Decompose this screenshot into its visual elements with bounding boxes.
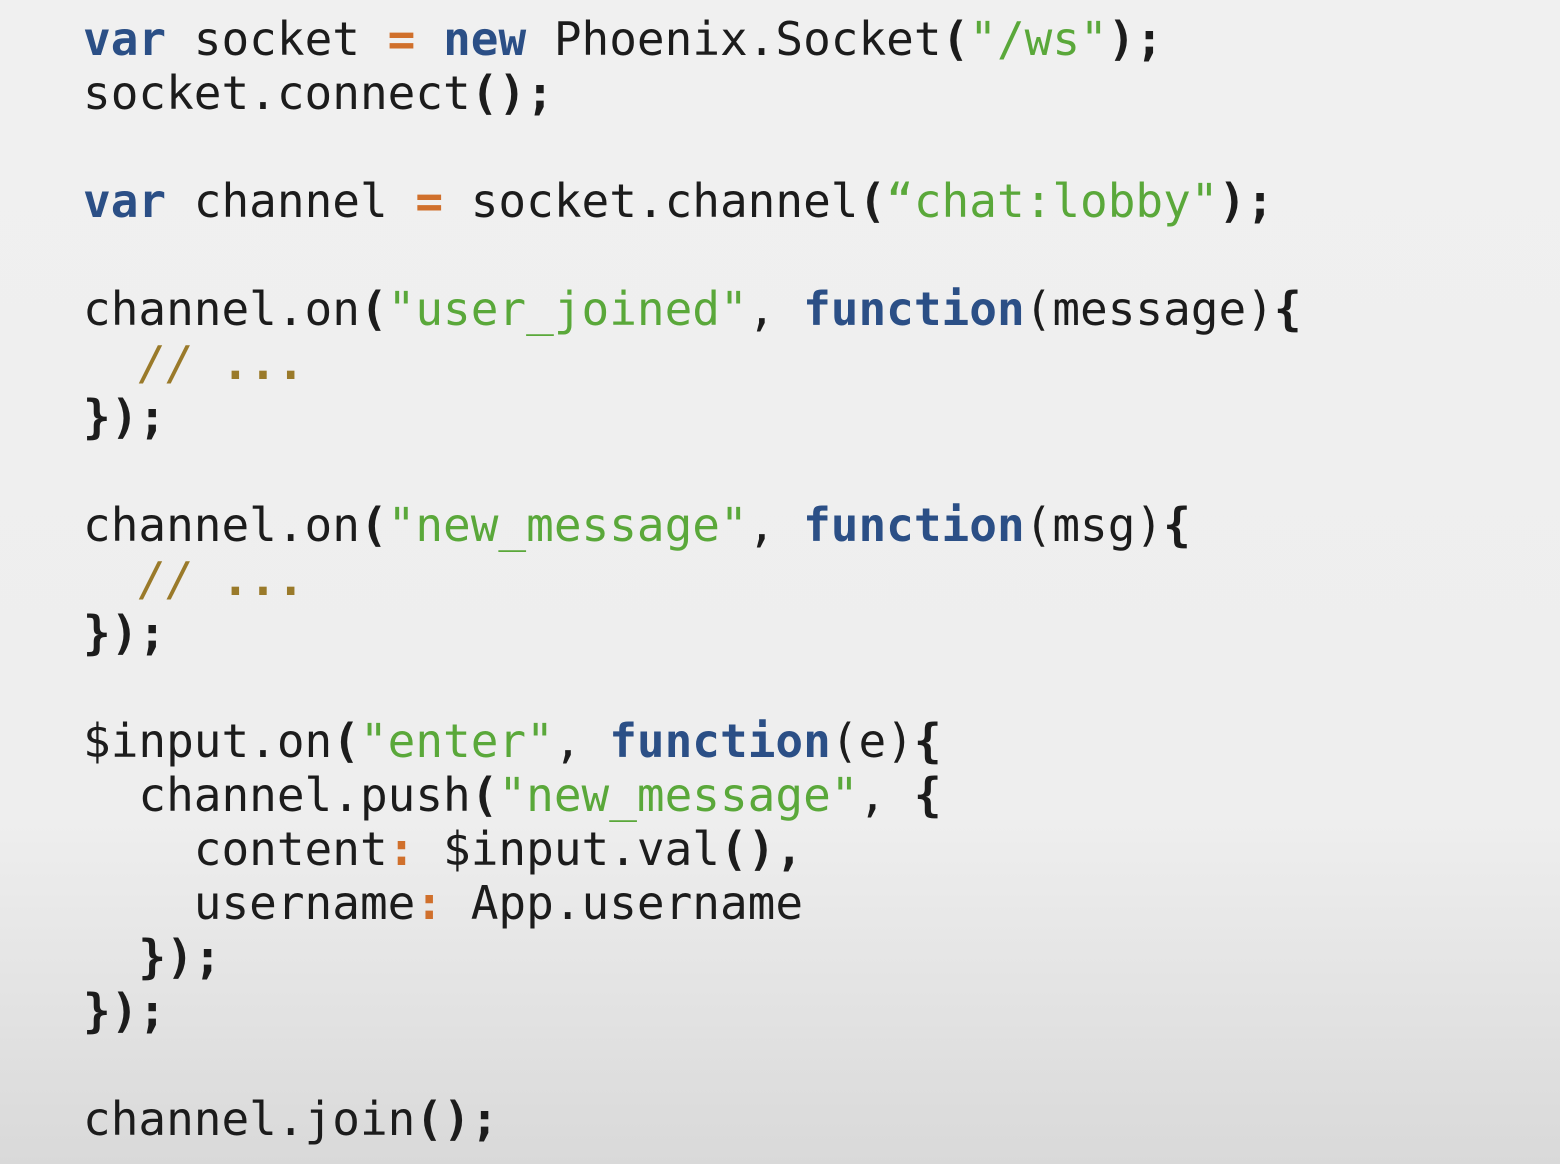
code-line-8: // ...: [83, 552, 305, 606]
code-token: function: [803, 282, 1025, 336]
code-token: channel.on: [83, 282, 360, 336]
code-line-3: var channel = socket.channel(“chat:lobby…: [83, 174, 1274, 228]
code-line-7: channel.on("new_message", function(msg){: [83, 498, 1191, 552]
code-line-11: channel.push("new_message", {: [83, 768, 942, 822]
code-token: Phoenix.Socket: [526, 12, 942, 66]
code-token: $input.on: [83, 714, 333, 768]
code-token: $input.val: [415, 822, 720, 876]
code-token: username: [83, 876, 416, 930]
code-token: ,: [858, 768, 914, 822]
code-token: //: [138, 336, 222, 390]
code-token: new: [443, 12, 527, 66]
code-token: {: [913, 768, 942, 822]
code-line-9: });: [83, 606, 166, 660]
code-token: var: [83, 12, 167, 66]
code-token: (: [332, 714, 360, 768]
code-line-15: });: [83, 984, 166, 1038]
code-token: //: [138, 552, 222, 606]
code-token: content: [83, 822, 388, 876]
code-token: :: [387, 822, 416, 876]
code-line-14: });: [83, 930, 221, 984]
code-token: (e): [830, 714, 914, 768]
code-token: ,: [553, 714, 610, 768]
code-token: {: [1163, 498, 1191, 552]
code-token: socket.channel: [443, 174, 859, 228]
code-token: (msg): [1024, 498, 1164, 552]
code-token: =: [415, 174, 444, 228]
code-token: });: [83, 390, 167, 444]
code-token: (message): [1024, 282, 1274, 336]
code-token: channel.on: [83, 498, 360, 552]
code-token: ,: [747, 498, 804, 552]
code-token: ,: [747, 282, 804, 336]
code-token: "/ws": [969, 12, 1108, 66]
code-line-16: channel.join();: [83, 1092, 498, 1146]
code-line-10: $input.on("enter", function(e){: [83, 714, 942, 768]
code-token: {: [1273, 282, 1302, 336]
code-token: [83, 552, 138, 606]
code-token: App.username: [443, 876, 804, 930]
code-line-12: content: $input.val(),: [83, 822, 803, 876]
code-token: channel: [166, 174, 416, 228]
code-token: (),: [719, 822, 804, 876]
code-token: (: [359, 498, 388, 552]
code-token: );: [1218, 174, 1274, 228]
code-token: [83, 336, 138, 390]
code-token: });: [83, 930, 222, 984]
code-token: });: [83, 984, 167, 1038]
code-token: function: [609, 714, 831, 768]
code-token: (: [941, 12, 970, 66]
code-token: "new_message": [387, 498, 748, 552]
code-line-2: socket.connect();: [83, 66, 554, 120]
code-token: =: [387, 12, 416, 66]
code-line-13: username: App.username: [83, 876, 803, 930]
code-line-6: });: [83, 390, 166, 444]
code-token: (: [858, 174, 887, 228]
code-token: socket: [166, 12, 388, 66]
code-token: “chat:lobby": [886, 174, 1219, 228]
code-token: (: [470, 768, 499, 822]
code-token: socket.connect: [83, 66, 471, 120]
code-token: (: [359, 282, 388, 336]
code-token: "enter": [359, 714, 554, 768]
code-token: :: [415, 876, 444, 930]
code-token: ...: [221, 336, 305, 390]
code-token: var: [83, 174, 167, 228]
code-line-1: var socket = new Phoenix.Socket("/ws");: [83, 12, 1163, 66]
code-token: );: [1107, 12, 1164, 66]
code-line-4: channel.on("user_joined", function(messa…: [83, 282, 1302, 336]
code-token: "user_joined": [387, 282, 748, 336]
code-token: ();: [415, 1092, 499, 1146]
code-token: channel.join: [83, 1092, 416, 1146]
code-token: function: [803, 498, 1025, 552]
code-token: [415, 12, 443, 66]
code-token: {: [913, 714, 942, 768]
code-token: "new_message": [498, 768, 859, 822]
code-token: ();: [470, 66, 554, 120]
code-line-5: // ...: [83, 336, 305, 390]
code-token: ...: [221, 552, 305, 606]
code-token: });: [83, 606, 167, 660]
code-token: channel.push: [83, 768, 471, 822]
